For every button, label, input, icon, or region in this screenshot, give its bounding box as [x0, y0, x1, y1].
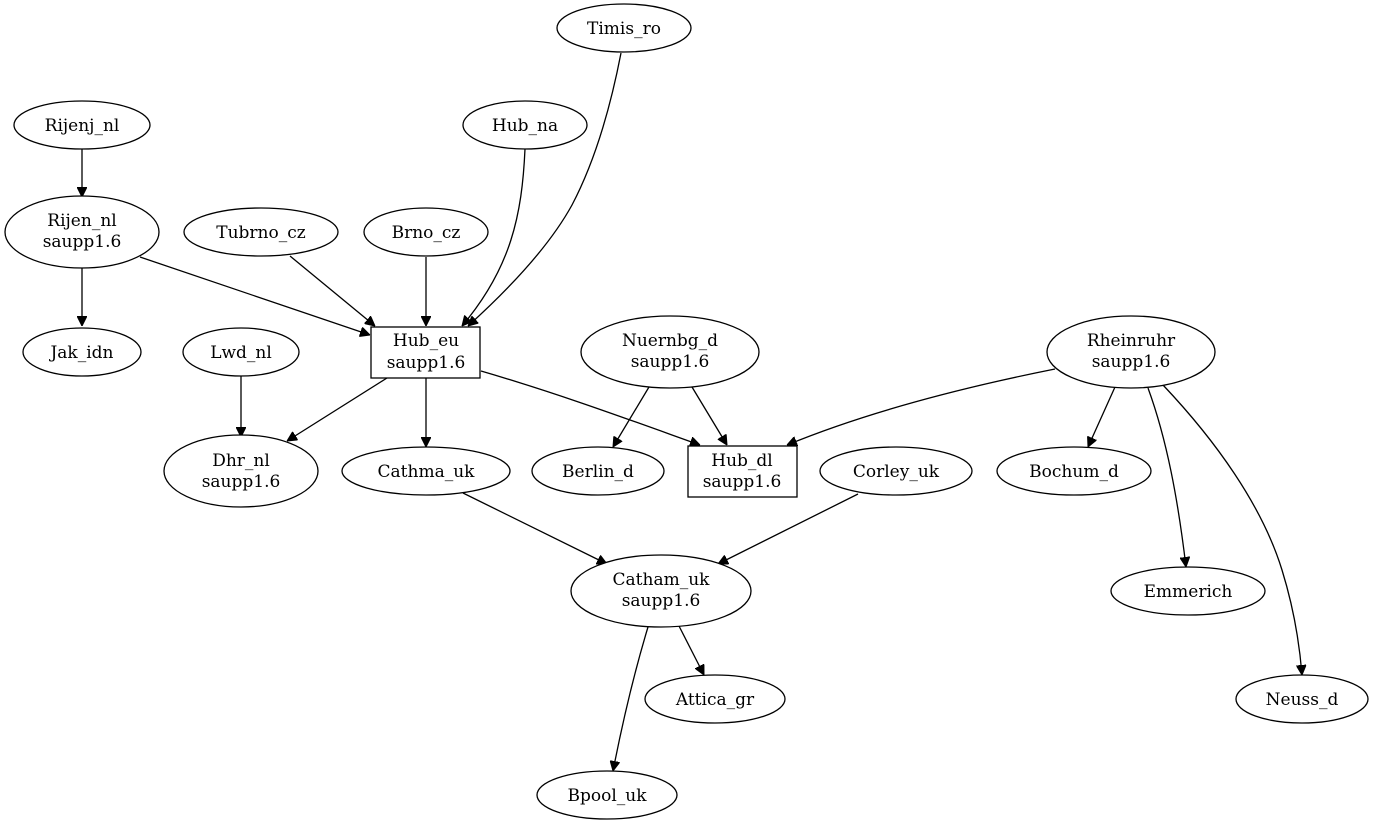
node-dhr_nl-label-2: saupp1.6	[202, 472, 281, 492]
node-rijenj_nl[interactable]: Rijenj_nl	[13, 100, 151, 150]
node-cathma_uk-label: Cathma_uk	[378, 462, 476, 482]
node-berlin_d[interactable]: Berlin_d	[531, 446, 665, 496]
node-dhr_nl-shape	[163, 434, 319, 508]
edge-rheinruhr-bochum_d	[1088, 386, 1116, 447]
node-hub_eu-shape	[370, 326, 481, 379]
node-emmerich[interactable]: Emmerich	[1110, 566, 1266, 616]
node-rijen_nl-label-2: saupp1.6	[43, 232, 122, 252]
node-attica_gr-shape	[644, 674, 786, 724]
node-timis_ro[interactable]: Timis_ro	[556, 3, 692, 53]
edge-corley_uk-catham_uk	[718, 493, 859, 565]
edge-catham_uk-attica_gr	[678, 625, 705, 675]
node-tubrno_cz-label: Tubrno_cz	[216, 223, 306, 243]
edge-hub_eu-hub_dl	[480, 370, 700, 445]
edge-rheinruhr-emmerich	[1147, 387, 1186, 567]
node-corley_uk-shape	[819, 446, 973, 496]
node-lwd_nl-shape	[182, 327, 300, 377]
edge-nuernbg_d-berlin_d	[613, 386, 650, 447]
node-timis_ro-shape	[556, 3, 692, 53]
node-bpool_uk-shape	[536, 770, 678, 820]
node-attica_gr-label: Attica_gr	[675, 690, 755, 710]
node-hub_eu-label-2: saupp1.6	[387, 353, 466, 373]
node-corley_uk-label: Corley_uk	[853, 462, 940, 482]
node-hub_dl-label-2: saupp1.6	[703, 472, 782, 492]
node-nuernbg_d[interactable]: Nuernbg_d saupp1.6	[580, 315, 760, 389]
edges-layer	[82, 52, 1302, 771]
edge-hub_na-hub_eu	[462, 148, 526, 326]
edge-rijen_nl-hub_eu	[139, 256, 370, 335]
node-lwd_nl-label: Lwd_nl	[210, 343, 272, 363]
node-neuss_d-shape	[1235, 674, 1369, 724]
edge-nuernbg_d-hub_dl	[691, 386, 727, 445]
node-rijen_nl-label-1: Rijen_nl	[47, 211, 116, 231]
node-rijen_nl[interactable]: Rijen_nl saupp1.6	[4, 195, 160, 269]
node-neuss_d[interactable]: Neuss_d	[1235, 674, 1369, 724]
node-bpool_uk-label: Bpool_uk	[567, 786, 647, 806]
edge-rheinruhr-hub_dl	[787, 368, 1056, 445]
node-tubrno_cz[interactable]: Tubrno_cz	[183, 207, 339, 257]
node-brno_cz-label: Brno_cz	[392, 223, 461, 243]
edge-cathma_uk-catham_uk	[462, 492, 607, 565]
node-cathma_uk-shape	[341, 446, 511, 496]
node-catham_uk-label-1: Catham_uk	[613, 570, 711, 590]
node-dhr_nl-label-1: Dhr_nl	[212, 451, 270, 471]
node-hub_na[interactable]: Hub_na	[462, 100, 588, 150]
node-brno_cz-shape	[363, 207, 489, 257]
node-nuernbg_d-label-1: Nuernbg_d	[622, 331, 718, 351]
node-rijen_nl-shape	[4, 195, 160, 269]
node-nuernbg_d-label-2: saupp1.6	[631, 352, 710, 372]
node-rheinruhr-label-1: Rheinruhr	[1087, 331, 1176, 351]
node-berlin_d-shape	[531, 446, 665, 496]
node-tubrno_cz-shape	[183, 207, 339, 257]
edge-rheinruhr-neuss_d	[1162, 384, 1302, 675]
node-emmerich-label: Emmerich	[1144, 582, 1233, 602]
node-jak_idn[interactable]: Jak_idn	[22, 327, 142, 377]
node-rijenj_nl-shape	[13, 100, 151, 150]
node-hub_dl-shape	[687, 445, 798, 498]
node-attica_gr[interactable]: Attica_gr	[644, 674, 786, 724]
node-cathma_uk[interactable]: Cathma_uk	[341, 446, 511, 496]
node-nuernbg_d-shape	[580, 315, 760, 389]
node-catham_uk-label-2: saupp1.6	[622, 591, 701, 611]
node-corley_uk[interactable]: Corley_uk	[819, 446, 973, 496]
node-hub_na-label: Hub_na	[492, 116, 558, 136]
node-dhr_nl[interactable]: Dhr_nl saupp1.6	[163, 434, 319, 508]
node-bochum_d-label: Bochum_d	[1029, 462, 1119, 482]
edge-catham_uk-bpool_uk	[613, 626, 649, 771]
node-jak_idn-shape	[22, 327, 142, 377]
nodes-layer: Timis_ro Rijenj_nl Hub_na Rijen_nl saupp…	[4, 3, 1369, 820]
node-bochum_d[interactable]: Bochum_d	[996, 446, 1152, 496]
node-hub_na-shape	[462, 100, 588, 150]
node-bochum_d-shape	[996, 446, 1152, 496]
node-rheinruhr-shape	[1046, 315, 1216, 389]
node-rheinruhr[interactable]: Rheinruhr saupp1.6	[1046, 315, 1216, 389]
node-lwd_nl[interactable]: Lwd_nl	[182, 327, 300, 377]
node-catham_uk[interactable]: Catham_uk saupp1.6	[570, 554, 752, 628]
node-berlin_d-label: Berlin_d	[562, 462, 634, 482]
node-catham_uk-shape	[570, 554, 752, 628]
node-timis_ro-label: Timis_ro	[587, 19, 661, 39]
edge-timis_ro-hub_eu	[468, 52, 622, 326]
node-bpool_uk[interactable]: Bpool_uk	[536, 770, 678, 820]
node-rheinruhr-label-2: saupp1.6	[1092, 352, 1171, 372]
node-rijenj_nl-label: Rijenj_nl	[45, 116, 120, 136]
node-hub_dl-label-1: Hub_dl	[711, 451, 772, 471]
edge-tubrno_cz-hub_eu	[289, 255, 375, 326]
node-hub_dl[interactable]: Hub_dl saupp1.6	[687, 445, 798, 498]
edge-hub_eu-dhr_nl	[287, 377, 388, 441]
node-brno_cz[interactable]: Brno_cz	[363, 207, 489, 257]
node-hub_eu-label-1: Hub_eu	[393, 331, 459, 351]
node-hub_eu[interactable]: Hub_eu saupp1.6	[370, 326, 481, 379]
node-neuss_d-label: Neuss_d	[1266, 690, 1339, 710]
node-emmerich-shape	[1110, 566, 1266, 616]
node-jak_idn-label: Jak_idn	[48, 343, 113, 363]
